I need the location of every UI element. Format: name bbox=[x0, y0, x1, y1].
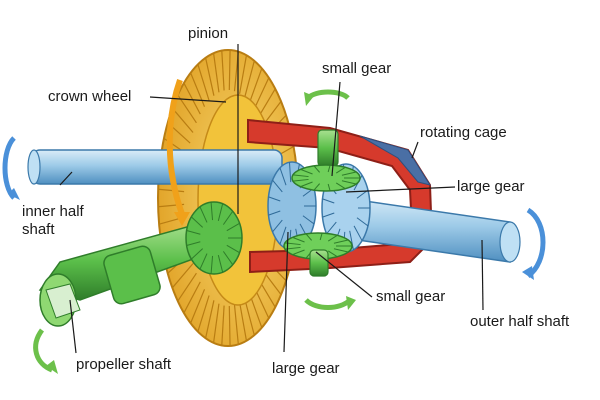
outer-half-shaft bbox=[329, 195, 521, 263]
small-gear-top bbox=[291, 129, 361, 192]
label-small-gear-top: small gear bbox=[322, 60, 392, 77]
label-large-gear-bottom: large gear bbox=[272, 360, 340, 377]
label-outer-half-shaft: outer half shaft bbox=[470, 313, 570, 330]
label-inner-half-shaft: inner half shaft bbox=[22, 203, 84, 238]
propeller-shaft bbox=[38, 221, 220, 327]
pinion-gear bbox=[185, 201, 243, 275]
label-large-gear-right: large gear bbox=[457, 178, 525, 195]
label-crown-wheel: crown wheel bbox=[48, 88, 132, 105]
label-rotating-cage: rotating cage bbox=[420, 124, 507, 141]
rotation-arrows bbox=[2, 79, 546, 374]
label-small-gear-bottom: small gear bbox=[376, 288, 446, 305]
rotating-cage bbox=[247, 118, 434, 274]
label-pinion: pinion bbox=[188, 25, 229, 42]
leader-lines bbox=[59, 44, 484, 354]
label-propeller-shaft: propeller shaft bbox=[76, 356, 172, 373]
small-gear-bottom bbox=[283, 232, 353, 277]
